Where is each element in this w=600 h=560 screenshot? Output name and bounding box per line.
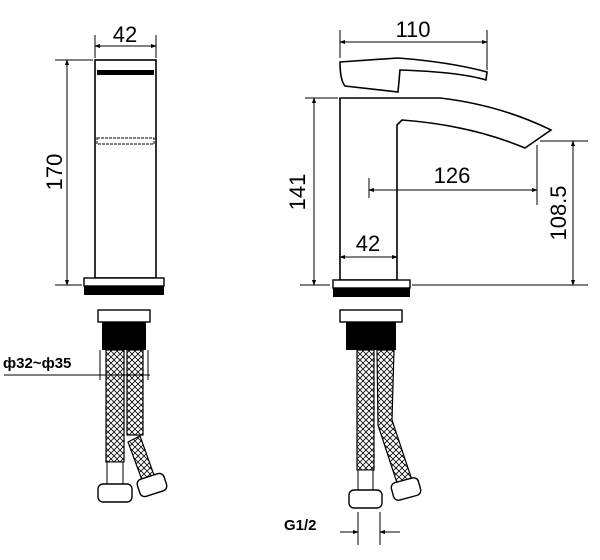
hole-diameter-label: ф32~ф35 [3,355,71,372]
side-hose-left-connector [357,469,374,491]
fixing-nut [97,309,151,323]
tap-body-spout [339,97,553,281]
side-base-plate [332,279,411,289]
side-height-label: 141 [285,174,310,211]
tap-body-front [94,59,157,279]
height-label: 170 [42,154,67,191]
base-plate [83,277,165,287]
side-hose-right-nut [390,477,422,501]
hose-right-bend [127,435,155,481]
fixing-shank [102,322,146,350]
front-view: 42 170 ф32~ф35 [3,22,168,503]
reach-label: 110 [395,17,430,42]
spout-reach-label: 126 [434,163,471,188]
width-label: 42 [113,22,137,47]
side-fixing-nut [339,309,403,323]
base-width-label: 42 [356,231,380,256]
aerator-band [96,137,155,145]
hose-left-nut [97,483,133,503]
handle-groove [97,70,154,75]
side-hose-right [376,349,413,487]
spout-height-label: 108.5 [546,185,571,240]
side-view: 110 141 126 108.5 42 G1/2 [284,17,588,545]
hose-right-nut [136,472,168,498]
base-gasket [84,286,164,295]
side-hose-left-nut [348,489,383,509]
hose-left [105,349,125,463]
hose-left-connector [106,461,124,485]
hose-right [126,349,144,436]
handle-lever [339,57,488,93]
side-base-gasket [333,288,410,297]
side-hose-left [356,349,375,471]
connection-label: G1/2 [284,517,317,534]
side-fixing-shank [346,322,396,350]
